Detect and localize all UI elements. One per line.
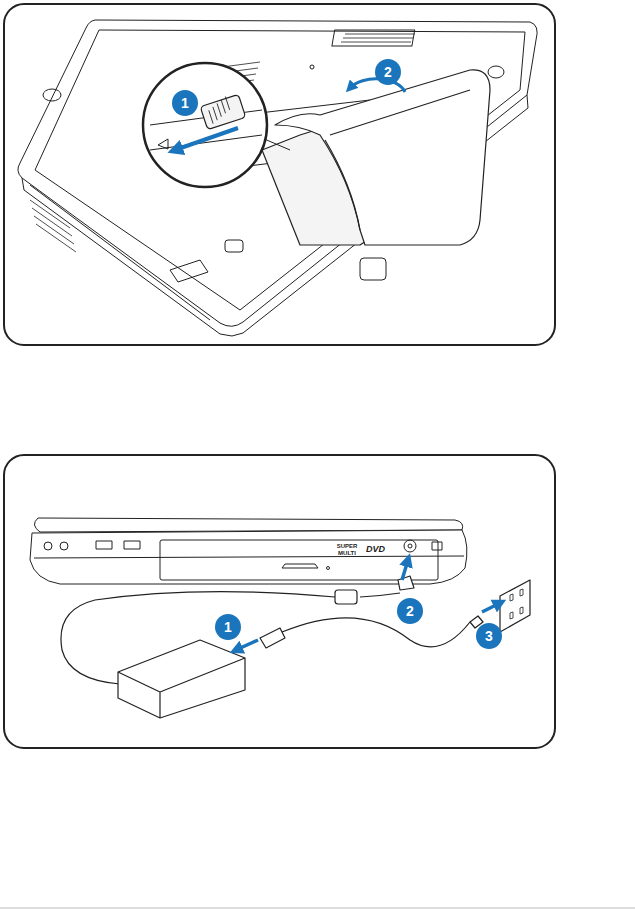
- panel-frame: [4, 455, 555, 748]
- label-text: 3: [485, 628, 493, 644]
- label-text: 2: [384, 64, 392, 80]
- battery-pack: [262, 70, 490, 245]
- callout-number: 2: [375, 59, 401, 85]
- laptop-side: [30, 518, 467, 584]
- callout-number: 2: [397, 598, 423, 624]
- drive-logo: DVD: [366, 544, 385, 554]
- label-text: DVD: [366, 544, 385, 554]
- drive-label: SUPER MULTI: [334, 543, 360, 557]
- callout-number: 1: [172, 90, 198, 116]
- magnifier: [143, 63, 290, 187]
- label-text: 1: [224, 619, 232, 635]
- label-text: 2: [406, 603, 414, 619]
- label-text: SUPER MULTI: [337, 543, 358, 556]
- panel-frame: [4, 4, 555, 345]
- power-cables: [61, 576, 530, 718]
- connect-arrows: [236, 560, 500, 650]
- laptop-underside: [18, 20, 537, 336]
- callout-number: 1: [215, 614, 241, 640]
- footer-rule: [0, 908, 635, 909]
- callout-number: 3: [476, 623, 502, 649]
- label-text: 1: [181, 95, 189, 111]
